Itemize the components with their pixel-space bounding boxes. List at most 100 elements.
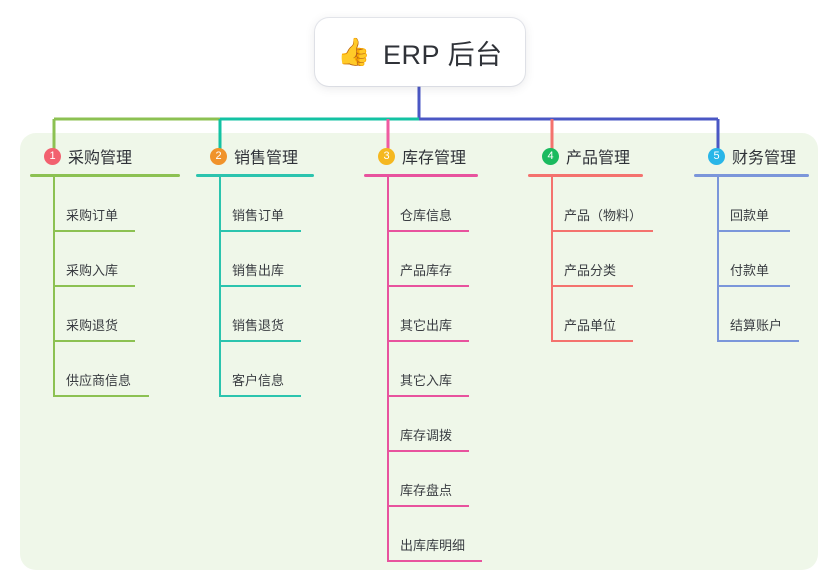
leaf-underline: [387, 560, 482, 562]
root-title: ERP 后台: [383, 39, 503, 70]
thumbs-up-icon: 👍: [337, 36, 372, 67]
leaf-underline: [387, 505, 469, 507]
leaf-underline: [219, 230, 301, 232]
leaf-node[interactable]: 采购退货: [30, 287, 180, 342]
leaf-underline: [219, 395, 301, 397]
branch-number-badge: 1: [44, 147, 61, 165]
leaf-label: 结算账户: [730, 318, 783, 333]
leaf-underline: [53, 395, 149, 397]
leaf-underline: [387, 395, 469, 397]
leaf-label: 产品分类: [564, 263, 617, 278]
root-node[interactable]: 👍 ERP 后台: [315, 18, 525, 86]
branch-header-1[interactable]: 1 采购管理: [30, 144, 180, 168]
branch-underline: [364, 174, 478, 177]
leaf-label: 库存调拨: [400, 428, 453, 443]
leaf-node[interactable]: 仓库信息: [364, 177, 478, 232]
leaf-underline: [219, 340, 301, 342]
leaf-node[interactable]: 回款单: [694, 177, 809, 232]
leaf-label: 销售订单: [232, 208, 285, 223]
leaf-label: 库存盘点: [400, 483, 453, 498]
leaf-node[interactable]: 其它入库: [364, 342, 478, 397]
leaf-label: 产品（物料）: [564, 208, 643, 223]
branch-underline: [196, 174, 314, 177]
leaf-underline: [53, 230, 135, 232]
branch-trunk-line: [551, 177, 553, 342]
leaf-node[interactable]: 其它出库: [364, 287, 478, 342]
leaf-underline: [219, 285, 301, 287]
leaf-underline: [387, 340, 469, 342]
branch-header-2[interactable]: 2 销售管理: [196, 144, 314, 168]
branch-number-badge: 5: [708, 147, 725, 165]
leaf-label: 采购订单: [66, 208, 119, 223]
leaf-node[interactable]: 销售订单: [196, 177, 314, 232]
branch-title: 采购管理: [68, 150, 133, 167]
leaf-label: 客户信息: [232, 373, 285, 388]
diagram-panel: [20, 133, 818, 570]
leaf-label: 销售出库: [232, 263, 285, 278]
leaf-label: 供应商信息: [66, 373, 132, 388]
leaf-label: 销售退货: [232, 318, 285, 333]
leaf-underline: [551, 230, 653, 232]
branch-number-badge: 4: [542, 147, 559, 165]
leaf-underline: [53, 340, 135, 342]
branch-title: 库存管理: [402, 150, 467, 167]
leaf-node[interactable]: 采购订单: [30, 177, 180, 232]
branch-title: 销售管理: [234, 150, 299, 167]
leaf-label: 其它出库: [400, 318, 453, 333]
leaf-node[interactable]: 产品（物料）: [528, 177, 653, 232]
leaf-underline: [387, 450, 469, 452]
branch-trunk-line: [53, 177, 55, 397]
leaf-node[interactable]: 结算账户: [694, 287, 809, 342]
leaf-node[interactable]: 付款单: [694, 232, 809, 287]
leaf-underline: [717, 230, 790, 232]
leaf-label: 采购退货: [66, 318, 119, 333]
branch-children: 采购订单采购入库采购退货供应商信息: [30, 177, 180, 397]
branch-children: 回款单付款单结算账户: [694, 177, 809, 342]
leaf-underline: [551, 340, 633, 342]
leaf-node[interactable]: 采购入库: [30, 232, 180, 287]
branch-title: 财务管理: [732, 150, 797, 167]
branch-header-3[interactable]: 3 库存管理: [364, 144, 478, 168]
branch-column-3: 3 库存管理仓库信息产品库存其它出库其它入库库存调拨库存盘点出库库明细: [364, 144, 482, 562]
branch-number-badge: 3: [378, 147, 395, 165]
leaf-node[interactable]: 产品库存: [364, 232, 478, 287]
leaf-node[interactable]: 库存调拨: [364, 397, 478, 452]
leaf-underline: [53, 285, 135, 287]
branch-children: 销售订单销售出库销售退货客户信息: [196, 177, 314, 397]
leaf-node[interactable]: 产品单位: [528, 287, 643, 342]
leaf-label: 回款单: [730, 208, 770, 223]
branch-trunk-line: [717, 177, 719, 342]
branch-underline: [694, 174, 809, 177]
branch-header-4[interactable]: 4 产品管理: [528, 144, 643, 168]
leaf-underline: [717, 340, 799, 342]
branch-column-2: 2 销售管理销售订单销售出库销售退货客户信息: [196, 144, 314, 397]
leaf-underline: [551, 285, 633, 287]
leaf-label: 采购入库: [66, 263, 119, 278]
branch-trunk-line: [387, 177, 389, 562]
leaf-label: 仓库信息: [400, 208, 453, 223]
leaf-label: 付款单: [730, 263, 770, 278]
leaf-label: 产品单位: [564, 318, 617, 333]
leaf-node[interactable]: 客户信息: [196, 342, 314, 397]
branch-column-4: 4 产品管理产品（物料） 产品分类产品单位: [528, 144, 653, 342]
branch-children: 仓库信息产品库存其它出库其它入库库存调拨库存盘点出库库明细: [364, 177, 482, 562]
branch-trunk-line: [219, 177, 221, 397]
leaf-label: 出库库明细: [400, 538, 466, 553]
branch-title: 产品管理: [566, 150, 631, 167]
branch-number-badge: 2: [210, 147, 227, 165]
leaf-node[interactable]: 供应商信息: [30, 342, 180, 397]
leaf-node[interactable]: 库存盘点: [364, 452, 478, 507]
leaf-underline: [717, 285, 790, 287]
leaf-underline: [387, 285, 469, 287]
branch-underline: [30, 174, 180, 177]
leaf-node[interactable]: 出库库明细: [364, 507, 482, 562]
leaf-node[interactable]: 销售出库: [196, 232, 314, 287]
leaf-node[interactable]: 销售退货: [196, 287, 314, 342]
root-node-content: 👍 ERP 后台: [337, 33, 502, 72]
branch-children: 产品（物料） 产品分类产品单位: [528, 177, 653, 342]
branch-column-1: 1 采购管理采购订单采购入库采购退货供应商信息: [30, 144, 180, 397]
leaf-underline: [387, 230, 469, 232]
branch-header-5[interactable]: 5 财务管理: [694, 144, 809, 168]
leaf-node[interactable]: 产品分类: [528, 232, 643, 287]
